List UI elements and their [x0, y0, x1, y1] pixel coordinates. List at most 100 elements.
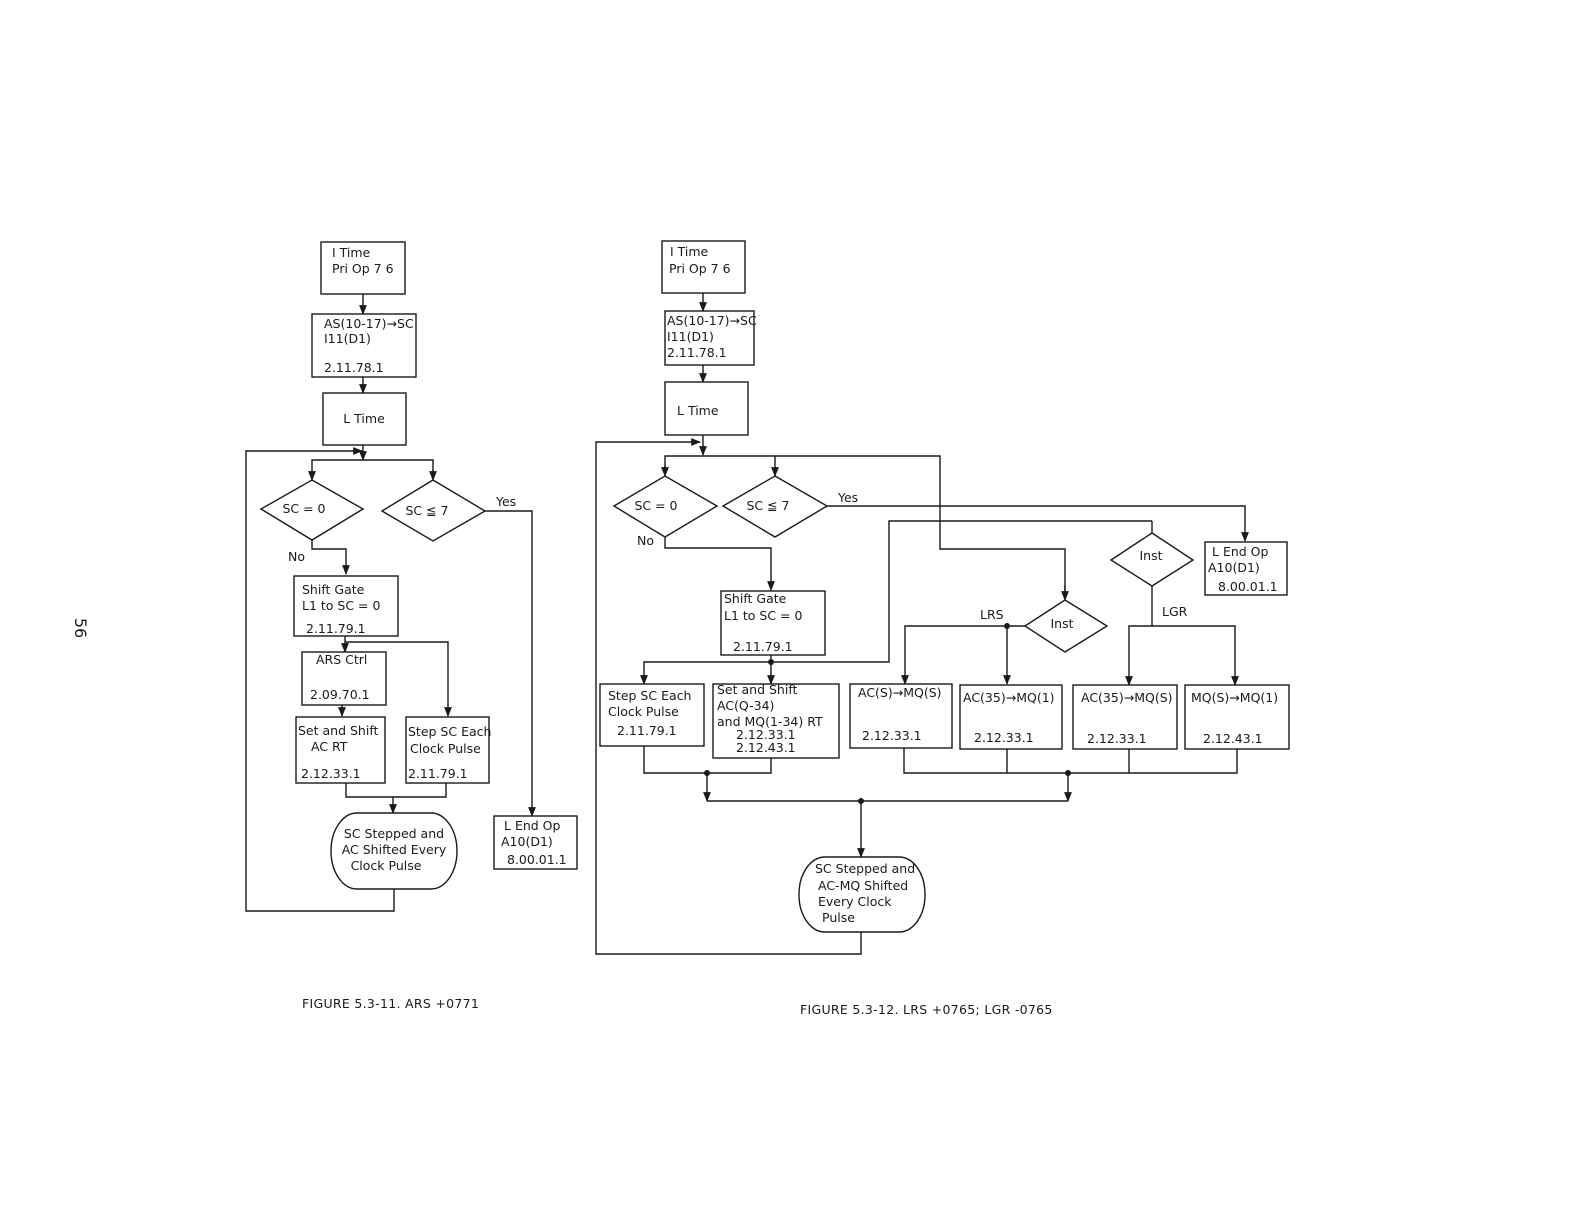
fig11-sc-le-seven-decision: SC ≦ 7 — [380, 479, 487, 542]
svg-text:and MQ(1-34) RT: and MQ(1-34) RT — [717, 714, 823, 729]
fig12-l-end-op-box: L End Op A10(D1) 8.00.01.1 — [1204, 541, 1288, 596]
fig12-ac-35-mq-s-box: AC(35)→MQ(S) 2.12.33.1 — [1072, 684, 1178, 750]
svg-text:2.12.33.1: 2.12.33.1 — [301, 766, 361, 781]
fig11-i-time-box: I Time Pri Op 7 6 — [320, 241, 406, 295]
fig11-i-time-label: I Time — [332, 245, 371, 260]
svg-text:2.12.33.1: 2.12.33.1 — [862, 728, 922, 743]
svg-text:2.09.70.1: 2.09.70.1 — [310, 687, 370, 702]
svg-text:Pulse: Pulse — [822, 910, 855, 925]
svg-text:AC Shifted Every: AC Shifted Every — [342, 842, 447, 857]
fig11-l-time-box: L Time — [322, 392, 407, 446]
fig11-no-label: No — [288, 549, 305, 564]
svg-text:AC(35)→MQ(1): AC(35)→MQ(1) — [963, 690, 1055, 705]
svg-text:SC = 0: SC = 0 — [634, 498, 677, 513]
fig12-caption: FIGURE 5.3-12. LRS +0765; LGR -0765 — [800, 1002, 1053, 1017]
fig11-ars-ctrl-box: ARS Ctrl 2.09.70.1 — [301, 651, 387, 706]
fig11-yes-label: Yes — [495, 494, 516, 509]
svg-text:8.00.01.1: 8.00.01.1 — [1218, 579, 1278, 594]
svg-text:2.12.33.1: 2.12.33.1 — [974, 730, 1034, 745]
svg-text:Clock Pulse: Clock Pulse — [608, 704, 679, 719]
fig11-terminal: SC Stepped and AC Shifted Every Clock Pu… — [330, 812, 458, 890]
fig11-step-sc-box: Step SC Each Clock Pulse 2.11.79.1 — [405, 716, 491, 784]
fig11-sc-zero-decision: SC = 0 — [259, 479, 365, 541]
svg-text:2.11.79.1: 2.11.79.1 — [617, 723, 677, 738]
fig12-yes-label: Yes — [837, 490, 858, 505]
fig12-set-and-shift-box: Set and Shift AC(Q-34) and MQ(1-34) RT 2… — [712, 682, 840, 759]
svg-text:AC(Q-34): AC(Q-34) — [717, 698, 774, 713]
svg-text:AC-MQ Shifted: AC-MQ Shifted — [818, 878, 908, 893]
svg-text:L Time: L Time — [343, 411, 385, 426]
svg-text:Set and Shift: Set and Shift — [717, 682, 798, 697]
fig12-shift-gate-box: Shift Gate L1 to SC = 0 2.11.79.1 — [720, 590, 826, 656]
svg-text:SC Stepped and: SC Stepped and — [344, 826, 444, 841]
fig12-step-sc-box: Step SC Each Clock Pulse 2.11.79.1 — [599, 683, 705, 747]
svg-text:L End Op: L End Op — [1212, 544, 1269, 559]
svg-text:Clock Pulse: Clock Pulse — [351, 858, 422, 873]
svg-text:AC RT: AC RT — [311, 739, 348, 754]
svg-text:L1 to SC = 0: L1 to SC = 0 — [302, 598, 380, 613]
svg-text:L Time: L Time — [677, 403, 719, 418]
svg-text:MQ(S)→MQ(1): MQ(S)→MQ(1) — [1191, 690, 1278, 705]
svg-text:Shift Gate: Shift Gate — [724, 591, 787, 606]
svg-text:Step SC Each: Step SC Each — [408, 724, 491, 739]
fig12-connectors — [595, 293, 1249, 955]
svg-text:2.12.33.1: 2.12.33.1 — [1087, 731, 1147, 746]
svg-text:2.11.78.1: 2.11.78.1 — [324, 360, 384, 375]
fig12-ac-35-mq-1-box: AC(35)→MQ(1) 2.12.33.1 — [959, 684, 1063, 750]
svg-text:AS(10-17)→SC: AS(10-17)→SC — [324, 316, 414, 331]
svg-text:Every Clock: Every Clock — [818, 894, 892, 909]
fig12-inst-decision-upper: Inst — [1109, 532, 1195, 587]
fig12-lrs-label: LRS — [980, 607, 1004, 622]
svg-text:8.00.01.1: 8.00.01.1 — [507, 852, 567, 867]
svg-text:AS(10-17)→SC: AS(10-17)→SC — [667, 313, 757, 328]
svg-text:A10(D1): A10(D1) — [1208, 560, 1260, 575]
svg-text:Pri Op 7 6: Pri Op 7 6 — [669, 261, 731, 276]
svg-text:2.12.33.1: 2.12.33.1 — [736, 727, 796, 742]
svg-text:I Time: I Time — [670, 244, 709, 259]
fig12-lgr-label: LGR — [1162, 604, 1188, 619]
svg-text:SC ≦ 7: SC ≦ 7 — [746, 498, 789, 513]
svg-text:Inst: Inst — [1139, 548, 1162, 563]
svg-text:2.11.79.1: 2.11.79.1 — [306, 621, 366, 636]
svg-text:Step SC Each: Step SC Each — [608, 688, 691, 703]
svg-text:2.11.78.1: 2.11.78.1 — [667, 345, 727, 360]
fig12-sc-le-seven-decision: SC ≦ 7 — [721, 475, 829, 538]
fig11-shift-gate-box: Shift Gate L1 to SC = 0 2.11.79.1 — [293, 575, 399, 637]
fig11-connectors — [245, 294, 536, 912]
fig11-set-and-shift-box: Set and Shift AC RT 2.12.33.1 — [295, 716, 386, 784]
fig12-l-time-box: L Time — [664, 381, 749, 436]
svg-text:Shift Gate: Shift Gate — [302, 582, 365, 597]
fig11-caption: FIGURE 5.3-11. ARS +0771 — [302, 996, 479, 1011]
fig12-sc-zero-decision: SC = 0 — [612, 475, 719, 538]
svg-text:2.12.43.1: 2.12.43.1 — [736, 740, 796, 755]
svg-text:ARS Ctrl: ARS Ctrl — [316, 652, 367, 667]
page-number: 56 — [71, 618, 90, 638]
svg-text:2.11.79.1: 2.11.79.1 — [408, 766, 468, 781]
fig12-as-sc-box: AS(10-17)→SC I11(D1) 2.11.78.1 — [664, 310, 757, 366]
fig12-no-label: No — [637, 533, 654, 548]
svg-text:2.11.79.1: 2.11.79.1 — [733, 639, 793, 654]
fig12-terminal: SC Stepped and AC-MQ Shifted Every Clock… — [798, 856, 926, 933]
fig11-pri-op-label: Pri Op 7 6 — [332, 261, 394, 276]
figure-5-3-12: I Time Pri Op 7 6 AS(10-17)→SC I11(D1) 2… — [595, 240, 1290, 1017]
svg-text:I11(D1): I11(D1) — [667, 329, 714, 344]
svg-text:AC(S)→MQ(S): AC(S)→MQ(S) — [858, 685, 942, 700]
figure-5-3-11: I Time Pri Op 7 6 AS(10-17)→SC I11(D1) 2… — [245, 241, 578, 1011]
svg-text:L End Op: L End Op — [504, 818, 561, 833]
svg-text:SC Stepped and: SC Stepped and — [815, 861, 915, 876]
svg-text:AC(35)→MQ(S): AC(35)→MQ(S) — [1081, 690, 1173, 705]
svg-text:Inst: Inst — [1050, 616, 1073, 631]
svg-text:SC = 0: SC = 0 — [282, 501, 325, 516]
svg-text:I11(D1): I11(D1) — [324, 331, 371, 346]
fig12-i-time-box: I Time Pri Op 7 6 — [661, 240, 746, 294]
fig12-mq-s-mq-1-box: MQ(S)→MQ(1) 2.12.43.1 — [1184, 684, 1290, 750]
svg-text:Set and Shift: Set and Shift — [298, 723, 379, 738]
svg-text:Clock Pulse: Clock Pulse — [410, 741, 481, 756]
fig12-inst-decision-lower: Inst — [1023, 599, 1109, 653]
svg-text:2.12.43.1: 2.12.43.1 — [1203, 731, 1263, 746]
svg-text:SC ≦ 7: SC ≦ 7 — [405, 503, 448, 518]
fig11-l-end-op-box: L End Op A10(D1) 8.00.01.1 — [493, 815, 578, 870]
fig12-ac-s-mq-s-box: AC(S)→MQ(S) 2.12.33.1 — [849, 683, 953, 749]
svg-text:L1 to SC = 0: L1 to SC = 0 — [724, 608, 802, 623]
